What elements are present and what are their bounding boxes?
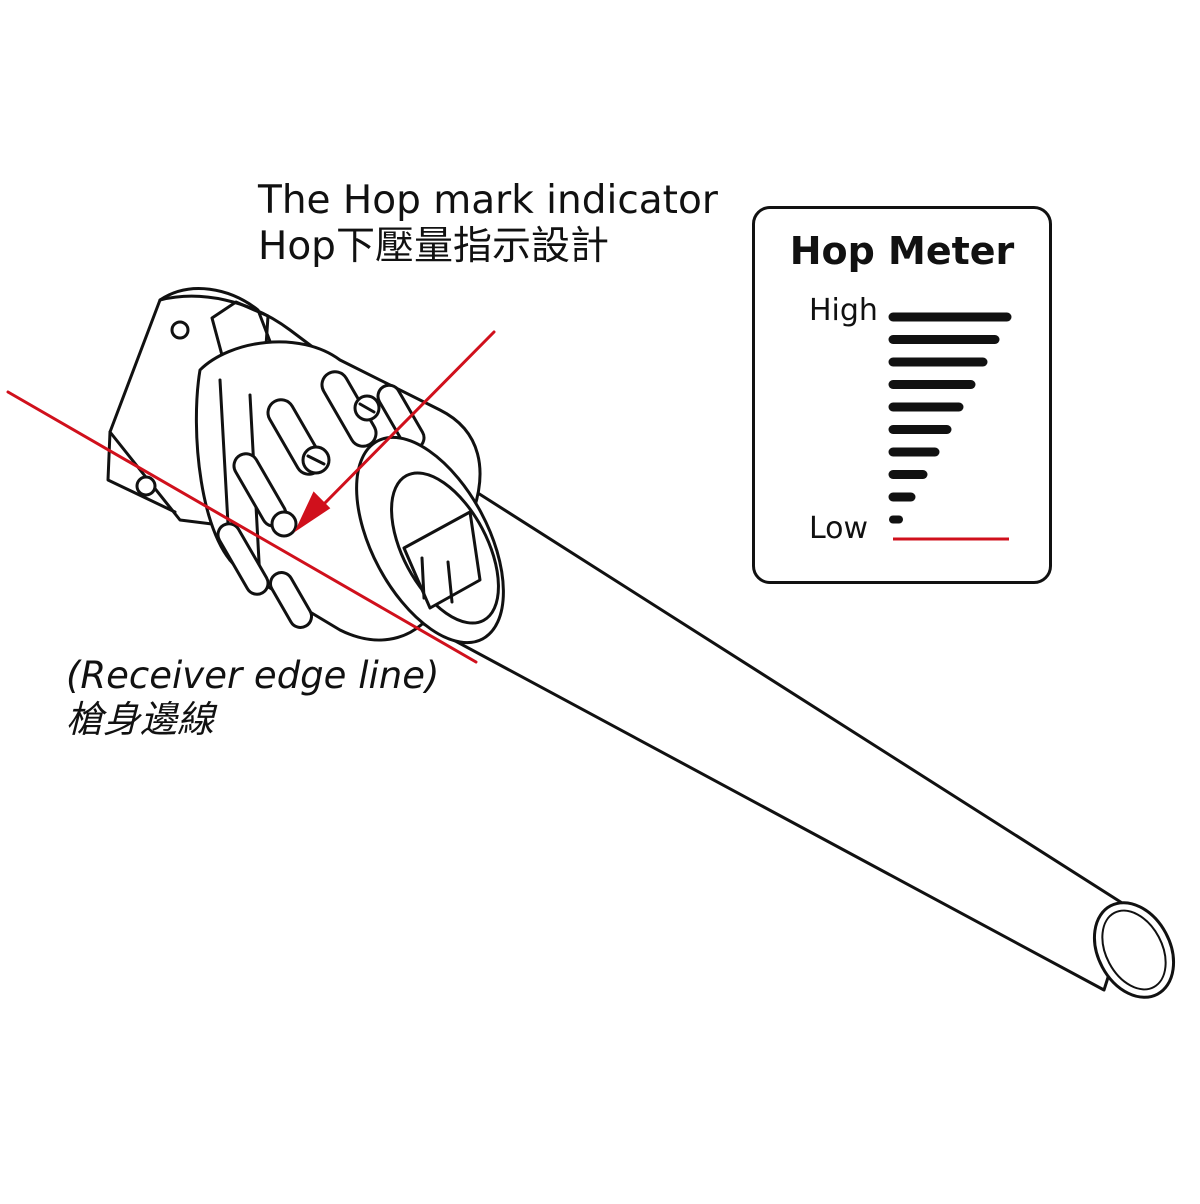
hop-meter-high-label: High xyxy=(809,293,878,328)
receiver-edge-caption-en: (Receiver edge line) xyxy=(66,654,440,697)
hop-meter-low-label: Low xyxy=(809,511,869,546)
hop-meter-bars xyxy=(888,312,1012,541)
indicator-pointer-line xyxy=(316,330,496,512)
hop-indicator-caption-zh: Hop下壓量指示設計 xyxy=(258,224,609,269)
hop-indicator-caption: The Hop mark indicator Hop下壓量指示設計 xyxy=(258,178,718,270)
hop-indicator-caption-en: The Hop mark indicator xyxy=(258,178,718,223)
front-face xyxy=(355,435,505,645)
receiver-edge-caption-zh: 槍身邊線 xyxy=(66,698,214,741)
receiver-edge-line xyxy=(6,390,478,664)
hop-meter-title: Hop Meter xyxy=(789,229,1015,273)
indicator-arrowhead xyxy=(294,491,331,533)
hop-meter-panel: Hop Meter High Low xyxy=(752,206,1052,584)
cage-screws xyxy=(270,394,381,538)
receiver-edge-caption: (Receiver edge line) 槍身邊線 xyxy=(66,654,439,742)
